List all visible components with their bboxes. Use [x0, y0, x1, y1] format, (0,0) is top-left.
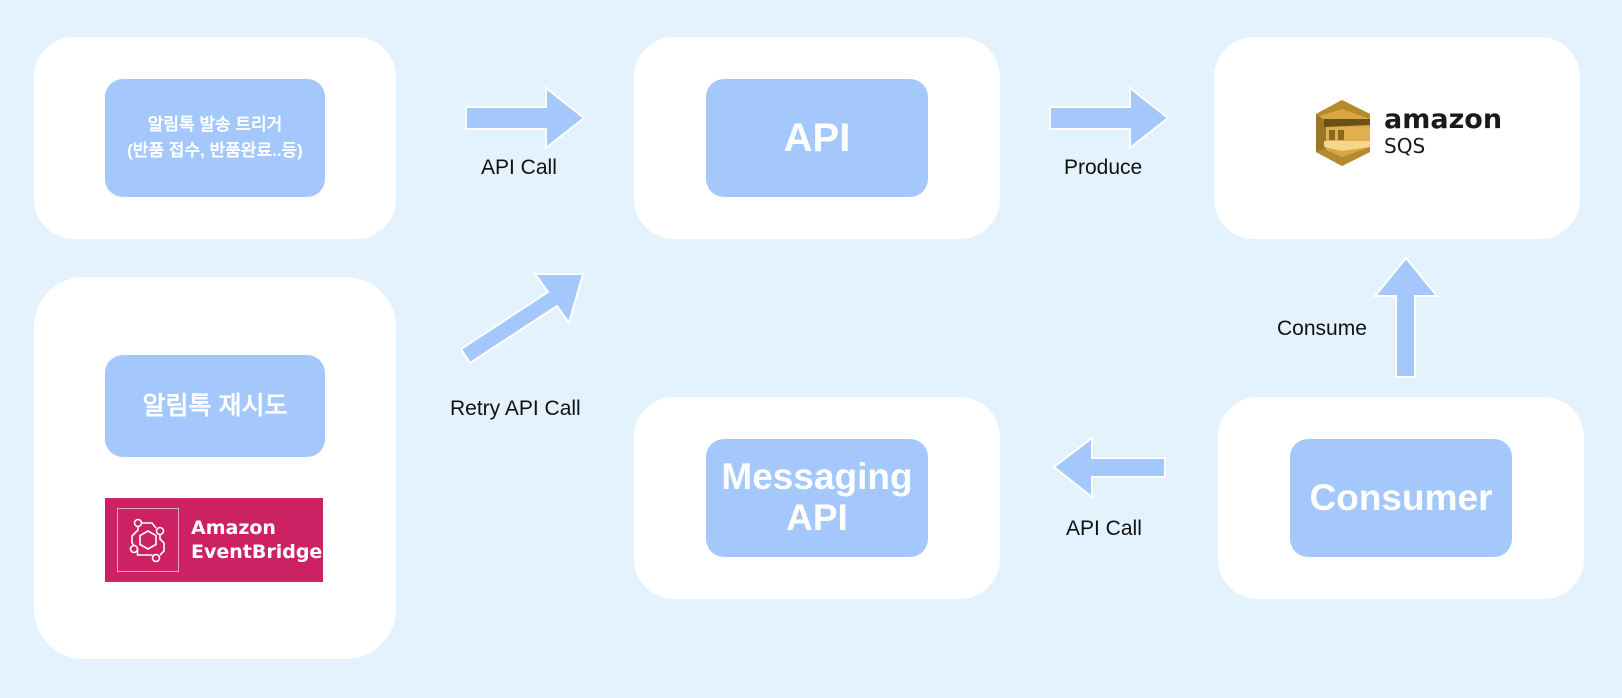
- arrow-consumer-to-messaging: [1052, 435, 1166, 500]
- consumer-label: Consumer: [1309, 476, 1493, 518]
- eventbridge-logo: Amazon EventBridge: [105, 498, 323, 582]
- trigger-line1: 알림톡 발송 트리거: [147, 114, 283, 134]
- api-node[interactable]: API: [706, 79, 928, 197]
- edge-label-produce: Produce: [1064, 156, 1143, 179]
- arrow-consumer-to-sqs: [1372, 256, 1440, 378]
- messaging-node[interactable]: Messaging API: [706, 439, 928, 557]
- retry-node[interactable]: 알림톡 재시도: [105, 355, 325, 457]
- arrow-api-to-sqs: [1049, 85, 1170, 151]
- edge-label-consumer-messaging: API Call: [1066, 517, 1142, 540]
- consumer-node[interactable]: Consumer: [1290, 439, 1512, 557]
- arrow-trigger-to-api: [465, 85, 586, 151]
- trigger-line2: (반품 접수, 반품완료..등): [127, 141, 303, 160]
- messaging-line1: Messaging: [721, 456, 913, 498]
- messaging-line2: API: [786, 497, 848, 538]
- retry-label: 알림톡 재시도: [142, 392, 288, 420]
- edge-label-trigger-api: API Call: [481, 156, 557, 179]
- eventbridge-line2: EventBridge: [191, 541, 323, 563]
- retry-panel: [34, 277, 396, 659]
- eventbridge-icon: [117, 508, 179, 572]
- edge-label-consume: Consume: [1277, 317, 1367, 340]
- edge-label-retry-api: Retry API Call: [450, 397, 581, 420]
- sqs-brand: amazon: [1384, 104, 1503, 135]
- trigger-node[interactable]: 알림톡 발송 트리거 (반품 접수, 반품완료..등): [105, 79, 325, 197]
- sqs-logo-text: amazon SQS: [1384, 104, 1503, 159]
- sqs-panel: [1214, 37, 1580, 239]
- sqs-product: SQS: [1384, 134, 1426, 158]
- sqs-icon: [1316, 100, 1370, 166]
- api-label: API: [783, 116, 851, 160]
- eventbridge-line1: Amazon: [191, 517, 276, 539]
- arrow-retry-to-api: [459, 273, 585, 365]
